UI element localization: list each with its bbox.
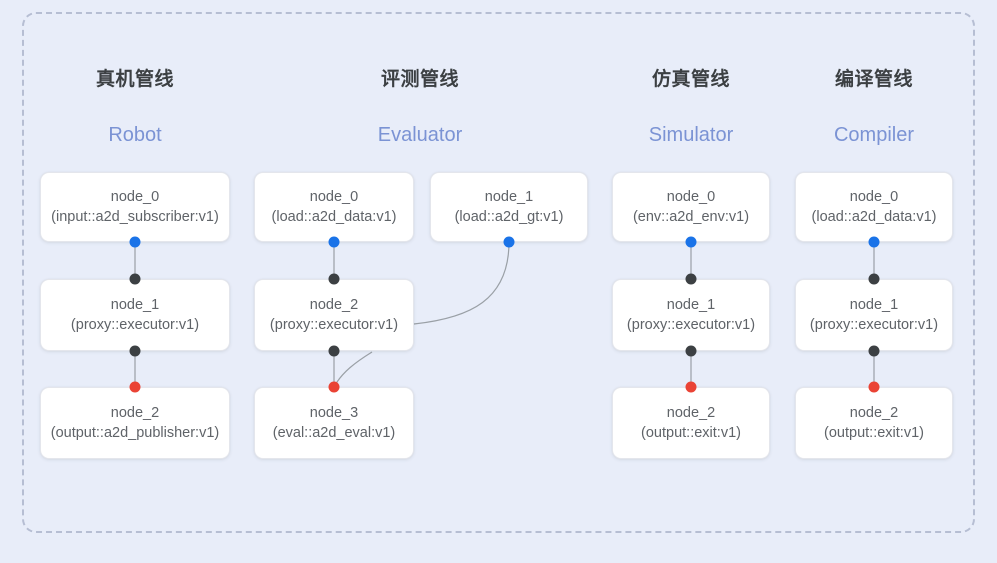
node-name: node_1 (484, 189, 534, 205)
node-name: node_0 (110, 189, 160, 205)
node-name: node_3 (309, 405, 359, 421)
column-title-evaluator: 评测管线 (380, 69, 460, 90)
node-type: (output::exit:v1) (824, 425, 924, 441)
column-subtitle-evaluator: Evaluator (377, 124, 463, 146)
port-dot-middle[interactable] (685, 273, 697, 285)
node-box[interactable]: node_0(env::a2d_env:v1) (612, 172, 770, 242)
node-box[interactable]: node_1(proxy::executor:v1) (40, 279, 230, 351)
column-title-robot: 真机管线 (95, 69, 175, 90)
node-name: node_1 (110, 297, 160, 313)
pipeline-group-frame (22, 12, 975, 533)
node-type: (load::a2d_gt:v1) (454, 209, 564, 225)
node-type: (input::a2d_subscriber:v1) (51, 209, 219, 225)
node-type: (proxy::executor:v1) (70, 317, 200, 333)
column-subtitle-simulator: Simulator (648, 124, 734, 146)
node-box[interactable]: node_1(proxy::executor:v1) (612, 279, 770, 351)
port-dot-middle[interactable] (685, 345, 697, 357)
node-type: (load::a2d_data:v1) (271, 209, 397, 225)
port-dot-input[interactable] (129, 236, 141, 248)
column-title-compiler: 编译管线 (834, 69, 914, 90)
column-title-simulator: 仿真管线 (651, 69, 731, 90)
node-name: node_2 (849, 405, 899, 421)
node-box[interactable]: node_0(input::a2d_subscriber:v1) (40, 172, 230, 242)
column-subtitle-robot: Robot (108, 124, 162, 146)
node-box[interactable]: node_2(output::exit:v1) (612, 387, 770, 459)
port-dot-middle[interactable] (328, 273, 340, 285)
node-type: (load::a2d_data:v1) (811, 209, 937, 225)
node-name: node_0 (849, 189, 899, 205)
column-subtitle-compiler: Compiler (833, 124, 915, 146)
port-dot-input[interactable] (685, 236, 697, 248)
port-dot-input[interactable] (328, 236, 340, 248)
node-name: node_2 (110, 405, 160, 421)
port-dot-middle[interactable] (129, 345, 141, 357)
node-type: (env::a2d_env:v1) (632, 209, 750, 225)
port-dot-middle[interactable] (129, 273, 141, 285)
port-dot-middle[interactable] (328, 345, 340, 357)
port-dot-input[interactable] (868, 236, 880, 248)
node-box[interactable]: node_2(output::exit:v1) (795, 387, 953, 459)
node-name: node_0 (666, 189, 716, 205)
port-dot-input[interactable] (503, 236, 515, 248)
port-dot-output[interactable] (868, 381, 880, 393)
node-type: (proxy::executor:v1) (269, 317, 399, 333)
node-box[interactable]: node_0(load::a2d_data:v1) (795, 172, 953, 242)
node-name: node_1 (849, 297, 899, 313)
node-type: (output::a2d_publisher:v1) (50, 425, 220, 441)
node-type: (output::exit:v1) (641, 425, 741, 441)
port-dot-output[interactable] (328, 381, 340, 393)
node-name: node_2 (309, 297, 359, 313)
node-box[interactable]: node_0(load::a2d_data:v1) (254, 172, 414, 242)
port-dot-middle[interactable] (868, 273, 880, 285)
node-type: (proxy::executor:v1) (626, 317, 756, 333)
node-name: node_0 (309, 189, 359, 205)
port-dot-output[interactable] (129, 381, 141, 393)
port-dot-middle[interactable] (868, 345, 880, 357)
node-box[interactable]: node_1(load::a2d_gt:v1) (430, 172, 588, 242)
node-box[interactable]: node_3(eval::a2d_eval:v1) (254, 387, 414, 459)
node-name: node_1 (666, 297, 716, 313)
node-type: (eval::a2d_eval:v1) (272, 425, 396, 441)
node-box[interactable]: node_2(output::a2d_publisher:v1) (40, 387, 230, 459)
node-box[interactable]: node_1(proxy::executor:v1) (795, 279, 953, 351)
port-dot-output[interactable] (685, 381, 697, 393)
node-name: node_2 (666, 405, 716, 421)
node-box[interactable]: node_2(proxy::executor:v1) (254, 279, 414, 351)
node-type: (proxy::executor:v1) (809, 317, 939, 333)
